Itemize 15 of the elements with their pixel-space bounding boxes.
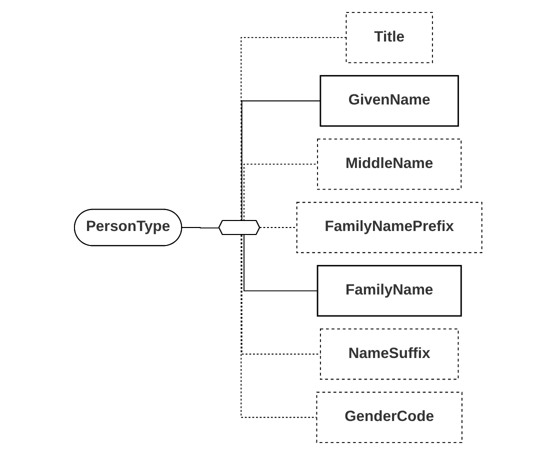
connector (244, 164, 318, 222)
node-box: GivenName (320, 75, 460, 127)
connector (182, 227, 220, 228)
connector (241, 234, 318, 418)
node-box: MiddleName (317, 138, 462, 190)
node-box: FamilyName (317, 264, 462, 317)
node-box: GenderCode (316, 392, 463, 443)
node-box: Title (346, 12, 434, 64)
connector (242, 234, 322, 355)
node-box: NameSuffix (320, 328, 460, 380)
connector (242, 100, 322, 222)
node-box: FamilyNamePrefix (296, 202, 483, 254)
connector (241, 37, 348, 222)
connector (260, 227, 298, 228)
connector (244, 234, 318, 292)
